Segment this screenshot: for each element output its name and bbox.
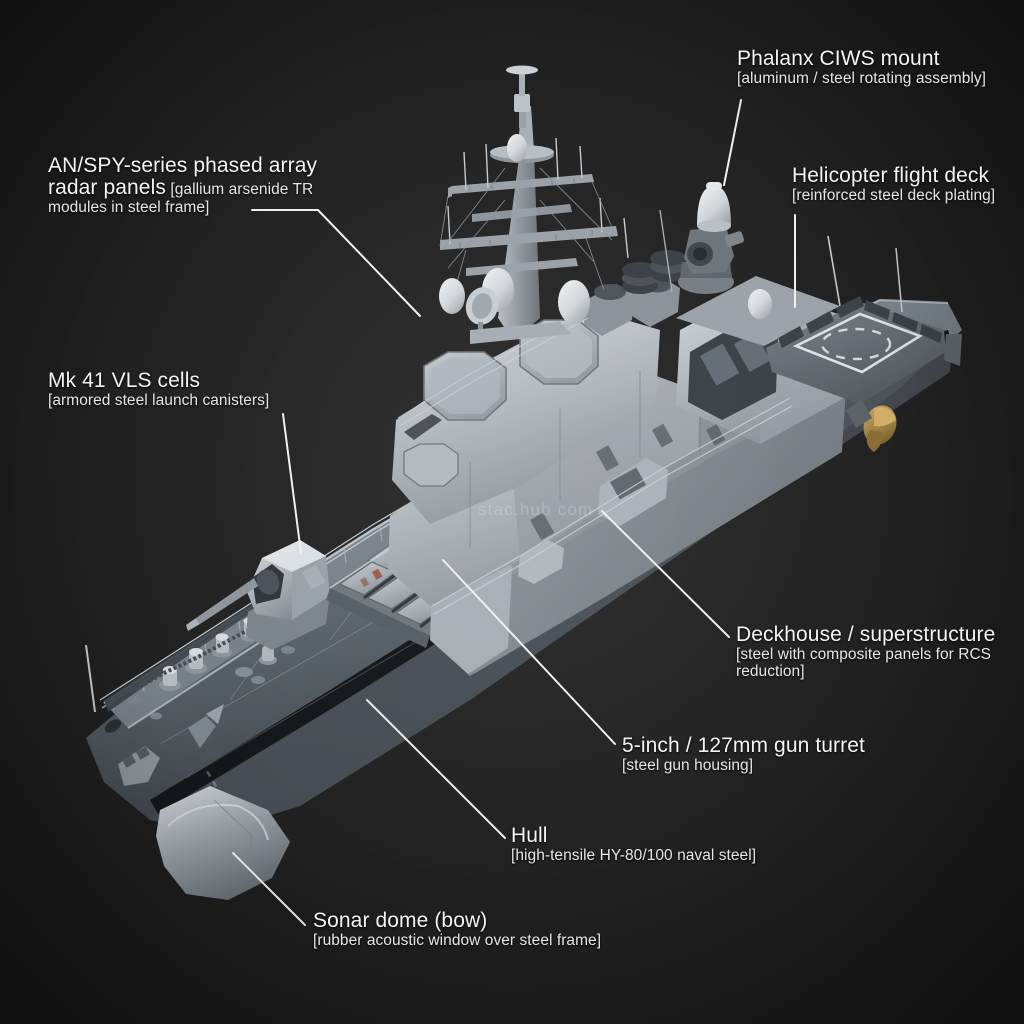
callout-subtitle-hull: [high-tensile HY-80/100 naval steel] (511, 847, 757, 865)
callout-title-deckhouse: Deckhouse / superstructure (736, 623, 996, 646)
callout-helicopter-flight-deck: Helicopter flight deck [reinforced steel… (792, 164, 996, 205)
mast-assembly (439, 65, 629, 344)
propeller (846, 400, 897, 452)
helicopter-flight-deck (766, 247, 962, 404)
callout-gun-turret: 5-inch / 127mm gun turret [steel gun hou… (622, 734, 865, 775)
callout-subtitle-deckhouse: [steel with composite panels for RCS red… (736, 646, 992, 680)
callout-an-spy-radar: AN/SPY-series phased array radar panels … (48, 154, 348, 216)
callout-subtitle-mk41-vls: [armored steel launch canisters] (48, 392, 270, 410)
callout-phalanx-ciws: Phalanx CIWS mount [aluminum / steel rot… (737, 47, 987, 88)
liferaft-canisters (622, 250, 686, 294)
callout-title-sonar-dome: Sonar dome (bow) (313, 909, 488, 932)
callout-subtitle-gun-turret: [steel gun housing] (622, 757, 754, 775)
callout-title-helicopter-flight-deck: Helicopter flight deck (792, 164, 990, 187)
callout-hull: Hull [high-tensile HY-80/100 naval steel… (511, 824, 757, 865)
callout-deckhouse: Deckhouse / superstructure [steel with c… (736, 623, 1004, 680)
callout-subtitle-an-spy-radar: [gallium arsenide TR modules in steel fr… (48, 181, 314, 216)
phalanx-ciws-mount (678, 182, 745, 294)
aft-structure (622, 182, 850, 444)
callout-subtitle-helicopter-flight-deck: [reinforced steel deck plating] (792, 187, 996, 205)
anchor-windlass-group (127, 617, 295, 720)
gun-turret (186, 540, 330, 650)
callout-sonar-dome: Sonar dome (bow) [rubber acoustic window… (313, 909, 602, 950)
callout-mk41-vls: Mk 41 VLS cells [armored steel launch ca… (48, 369, 270, 410)
callout-title-an-spy-radar: AN/SPY-series phased array radar panels (48, 154, 318, 200)
callout-subtitle-sonar-dome: [rubber acoustic window over steel frame… (313, 932, 602, 950)
callout-title-hull: Hull (511, 824, 548, 847)
callout-subtitle-phalanx-ciws: [aluminum / steel rotating assembly] (737, 70, 987, 88)
callout-title-phalanx-ciws: Phalanx CIWS mount (737, 47, 940, 70)
callout-title-mk41-vls: Mk 41 VLS cells (48, 369, 201, 392)
callout-title-gun-turret: 5-inch / 127mm gun turret (622, 734, 865, 757)
